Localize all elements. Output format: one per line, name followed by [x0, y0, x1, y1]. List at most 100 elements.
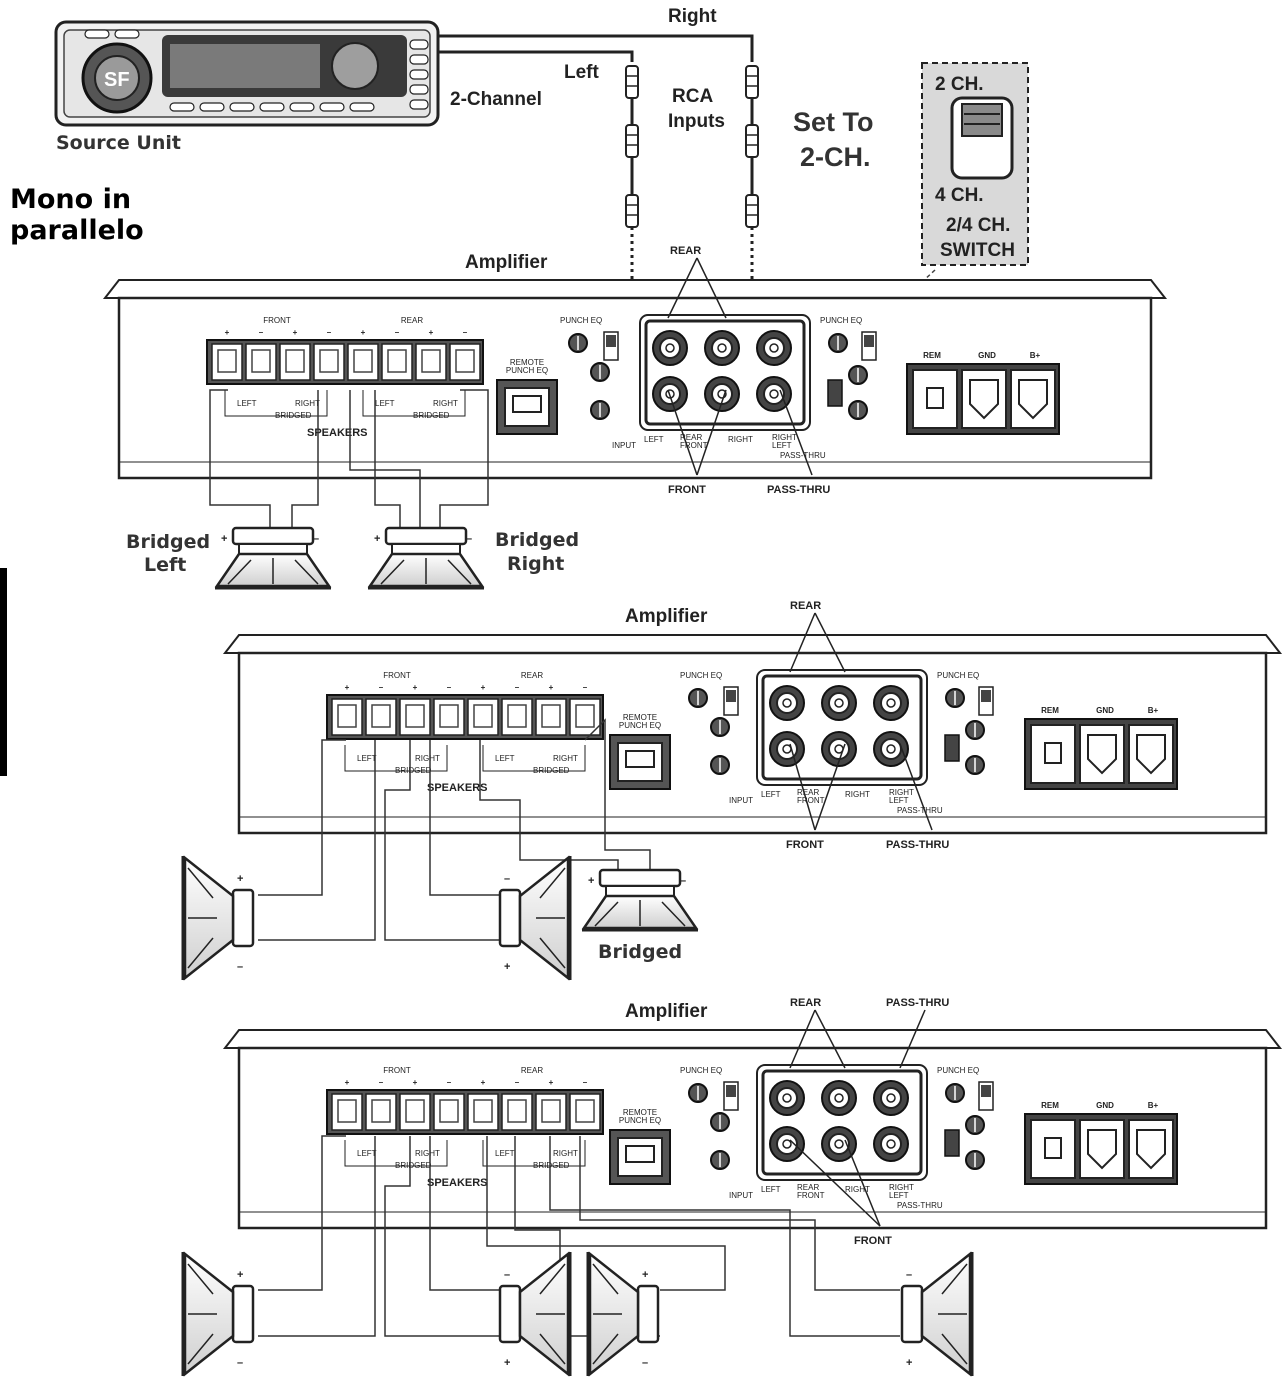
amp1-eq-switch-right-knob — [864, 335, 874, 347]
amp3-ch-switch — [944, 1129, 960, 1157]
amp1-front-left-label: LEFT — [237, 399, 257, 408]
amp1-remote-jack-inner — [512, 395, 542, 413]
amp1-terminal-sign-7: – — [463, 328, 468, 337]
amp1-lid — [102, 279, 1168, 299]
amp2-rca-front-label: FRONT — [797, 796, 825, 805]
amp3-rear-bracket — [482, 1140, 586, 1167]
amp2-terminal-sign-1: – — [379, 683, 384, 692]
d2-speaker-1-sign-bottom: – — [237, 961, 243, 973]
amp3-terminal-sign-3: – — [447, 1078, 452, 1087]
d2-speaker-bridged-cone-lines — [594, 900, 686, 927]
d3-speaker-wires — [258, 1135, 900, 1337]
amp2-remote-label-1: REMOTE — [623, 713, 657, 722]
amp2-rca-rear-label: REAR — [797, 788, 819, 797]
amp1-rem-label: REM — [923, 351, 941, 360]
amp2-rear-bracket — [482, 745, 586, 772]
amp1-front-bracket — [224, 390, 328, 417]
amp1-rear-bracket — [362, 390, 466, 417]
amp2-terminal-screw-1 — [371, 704, 391, 728]
amp1-power-screw-2 — [1018, 379, 1048, 420]
amp2-terminal-screw-7 — [575, 704, 595, 728]
amp1-speakers-label: SPEAKERS — [307, 427, 368, 439]
amp1-remote-label-2: PUNCH EQ — [506, 366, 548, 375]
amp2-rear-terminal-label: REAR — [521, 671, 543, 680]
amp3-front-right-label: RIGHT — [415, 1149, 440, 1158]
d1-speaker-right-plus: + — [374, 533, 380, 545]
amp3-rca-passthru-label: PASS-THRU — [897, 1201, 943, 1210]
amp1-rca-right-label: RIGHT — [728, 435, 753, 444]
amp1-callout-line-4 — [779, 389, 813, 476]
amp2-front-left-label: LEFT — [357, 754, 377, 763]
amp2-eq-switch-left-knob — [726, 690, 736, 702]
amp2-rca-right-label: RIGHT — [845, 790, 870, 799]
amp1-callout-line-3 — [696, 389, 727, 476]
set-to-label-1: Set To — [793, 107, 874, 137]
switch-name-1: 2/4 CH. — [946, 215, 1010, 236]
amp1-callout-line-0 — [667, 257, 698, 319]
switch-inset — [869, 62, 1029, 331]
d1-speaker-wires — [209, 389, 489, 530]
amp3-eq-switch-right-knob — [981, 1085, 991, 1097]
d1-bridged-left-1: Bridged — [126, 531, 210, 553]
d1-speaker-right-basket-neck — [391, 543, 461, 555]
two-channel-label: 2-Channel — [450, 89, 542, 110]
amp1-terminal-sign-0: + — [225, 328, 230, 337]
side-title: Mono in parallelo — [10, 184, 144, 246]
source-unit: SF — [54, 20, 440, 127]
d1-speakers: +–+– — [214, 526, 485, 590]
amp3-front-callout: FRONT — [854, 1235, 892, 1247]
d3-speaker-3-sign-bottom: – — [642, 1357, 648, 1369]
amp3-terminal-sign-4: + — [481, 1078, 486, 1087]
d1-bridged-right-1: Bridged — [495, 529, 579, 551]
amp3-rca-front-label: FRONT — [797, 1191, 825, 1200]
rca-wires — [438, 34, 754, 62]
amp2-punch-eq-label-left: PUNCH EQ — [680, 671, 722, 680]
amp3-terminal-sign-6: + — [549, 1078, 554, 1087]
amp3-front-terminal-label: FRONT — [383, 1066, 411, 1075]
amp2-front-right-label: RIGHT — [415, 754, 440, 763]
amp1-terminal-screw-7 — [455, 349, 475, 373]
amp2-power-screw-2 — [1136, 734, 1166, 775]
amp2-title: Amplifier — [625, 606, 708, 627]
amp3-terminal-screw-3 — [439, 1099, 459, 1123]
amp1-eq-switch-left-knob — [606, 335, 616, 347]
amp3-power-screw-0 — [1044, 1137, 1062, 1159]
amp2-remote-label-2: PUNCH EQ — [619, 721, 661, 730]
amp2-power-terminal-0 — [1030, 724, 1076, 784]
amp3-rca-jack-pin-0-2 — [886, 1093, 896, 1103]
d1-speaker-right-magnet — [384, 526, 468, 546]
amp2-terminal-screw-6 — [541, 704, 561, 728]
amp1-rear-callout: REAR — [670, 245, 701, 257]
amp3-gnd-label: GND — [1096, 1101, 1114, 1110]
d3-speaker-2-cone-lines — [536, 1263, 566, 1365]
rca-plug-right-0 — [745, 65, 759, 99]
amp2-rca-pt-right-label: RIGHT — [889, 788, 914, 797]
set-to-label-2: 2-CH. — [800, 142, 871, 172]
d1-speaker-left-basket-neck — [238, 543, 308, 555]
amp1-terminal-screw-3 — [319, 349, 339, 373]
amp3-terminal-screw-7 — [575, 1099, 595, 1123]
amp2-speakers-label: SPEAKERS — [427, 782, 488, 794]
amp1-terminal-screw-0 — [217, 349, 237, 373]
amp1-front-right-label: RIGHT — [295, 399, 320, 408]
amp2-terminal-screw-5 — [507, 704, 527, 728]
amp3-terminal-screw-4 — [473, 1099, 493, 1123]
d3-speaker-3-magnet — [636, 1284, 660, 1344]
rca-cables — [625, 65, 759, 391]
amp2-power-screw-1 — [1087, 734, 1117, 775]
amp3-terminal-sign-5: – — [515, 1078, 520, 1087]
amp3-rear-left-label: LEFT — [495, 1149, 515, 1158]
amp1-rear-left-label: LEFT — [375, 399, 395, 408]
amp1-rca-rear-label: REAR — [680, 433, 702, 442]
amp1-terminal-screw-5 — [387, 349, 407, 373]
amp3-eq-switch-left-knob — [726, 1085, 736, 1097]
amp3-punch-eq-label-left: PUNCH EQ — [680, 1066, 722, 1075]
amp3-rca-right-label: RIGHT — [845, 1185, 870, 1194]
rca-right-label: Right — [668, 6, 717, 27]
rca-plug-left-0 — [625, 65, 639, 99]
amp3-punch-eq-label-right: PUNCH EQ — [937, 1066, 979, 1075]
amp1-terminal-sign-4: + — [361, 328, 366, 337]
amp1-terminal-sign-3: – — [327, 328, 332, 337]
amp1-front-callout: FRONT — [668, 484, 706, 496]
switch-4ch-label: 4 CH. — [935, 185, 984, 206]
